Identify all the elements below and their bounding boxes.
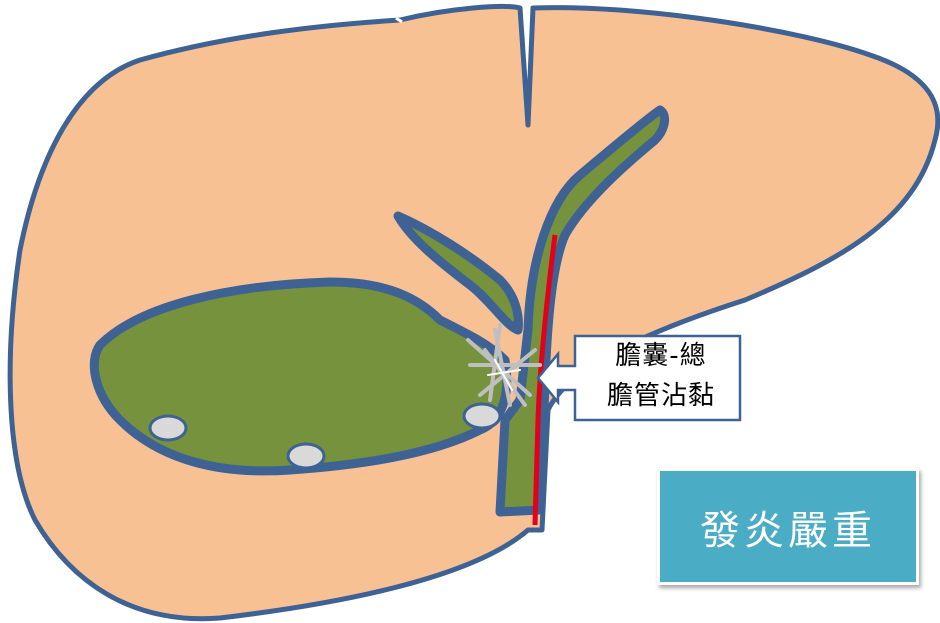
adhesion-mark [466, 323, 542, 407]
callout-label: 膽囊-總 膽管沾黏 [586, 336, 736, 416]
severity-badge: 發炎嚴重 [657, 468, 919, 585]
gallstone-1 [148, 414, 188, 442]
common-hepatic-duct [495, 105, 670, 517]
right-hepatic-branch [393, 211, 523, 335]
adhesion-mark-white [487, 359, 521, 391]
liver-notch [395, 16, 403, 24]
gallbladder [89, 277, 512, 476]
gallstone-3 [462, 402, 502, 430]
callout-arrow-box [536, 334, 742, 422]
hepatic-artery [532, 234, 558, 526]
callout-line-1: 膽囊-總 [615, 341, 707, 371]
callout-line-2: 膽管沾黏 [606, 381, 715, 411]
gallstone-2 [286, 442, 326, 470]
severity-label: 發炎嚴重 [700, 507, 876, 554]
